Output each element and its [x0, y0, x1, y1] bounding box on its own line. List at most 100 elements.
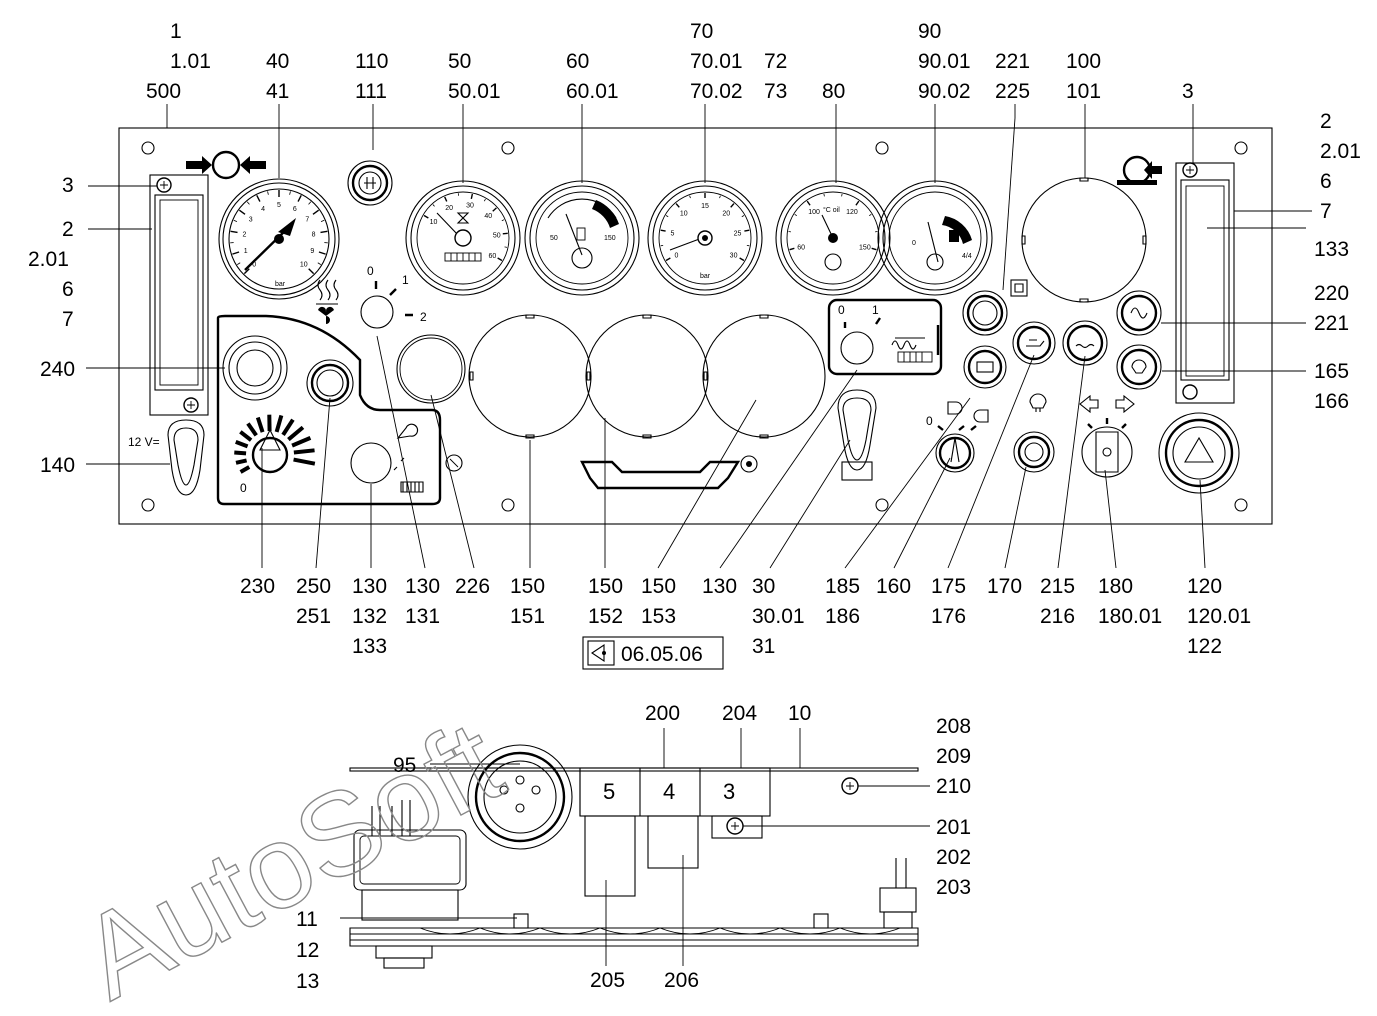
callout-176: 176 [931, 605, 966, 628]
voltmeter-gauge: 50 150 [524, 180, 640, 296]
button-226[interactable] [396, 334, 466, 404]
pressure-gauge-tick-mark [318, 251, 326, 255]
bottom-callouts: 230 250 251 130 132 133 130 131 226 150 … [240, 575, 1251, 658]
rotary-knob-scale-segment [235, 439, 249, 449]
pressure-gauge-tick-label: 2 [242, 232, 246, 239]
speed-gauge-tick-label: 5 [671, 230, 675, 237]
watermark: AutoSoft [60, 696, 522, 1016]
glow-pos-1: 1 [872, 303, 879, 317]
date-stamp-text: 06.05.06 [621, 643, 703, 666]
battery-warning-light[interactable] [963, 345, 1007, 389]
callout-50: 50 [448, 50, 471, 73]
pressure-gauge-tick-label: 7 [305, 216, 309, 223]
callout-3-top: 3 [1182, 80, 1194, 103]
callout-204: 204 [722, 702, 757, 725]
fuel-tick-0: 0 [912, 240, 916, 247]
callout-210: 210 [936, 775, 971, 798]
tachograph-tick-mark [470, 193, 474, 200]
right-plug [879, 858, 917, 929]
speed-gauge-tick-mark [719, 195, 721, 199]
callout-160: 160 [876, 575, 911, 598]
heater-control-subpanel: 0 [216, 314, 442, 506]
pressure-gauge-tick-label: 4 [261, 206, 265, 213]
rotary-knob-scale-segment [255, 416, 265, 433]
fan-switch-pos-0: 0 [367, 264, 374, 278]
callout-13: 13 [296, 970, 319, 993]
top-callouts: 1 1.01 500 40 41 110 111 50 50.01 60 60.… [146, 20, 1194, 103]
mounting-holes [141, 141, 1248, 512]
pressure-gauge-tick-label: 3 [249, 216, 253, 223]
callout-101: 101 [1066, 80, 1101, 103]
callout-1-01: 1.01 [170, 50, 211, 73]
callout-500: 500 [146, 80, 181, 103]
fuel-pump-icon [949, 230, 959, 242]
pressure-gauge-tick-label: 5 [277, 202, 281, 209]
speed-gauge-tick-mark [744, 229, 750, 232]
callout-50-01: 50.01 [448, 80, 501, 103]
callout-150-b: 150 [588, 575, 623, 598]
warning-light-221[interactable] [962, 290, 1008, 336]
rotary-knob-scale-segment [287, 425, 305, 442]
heater-icon [317, 279, 339, 301]
callout-180: 180 [1098, 575, 1133, 598]
callout-122: 122 [1187, 635, 1222, 658]
rotary-knob-scale-segment [293, 457, 316, 466]
rotary-knob-230[interactable]: 0 [234, 414, 316, 495]
relay-block: 5 4 3 [579, 767, 771, 897]
voltmeter-tick-150: 150 [604, 235, 616, 242]
callout-12: 12 [296, 939, 319, 962]
right-callouts: 2 2.01 6 7 133 220 221 165 166 [1314, 110, 1361, 413]
oil-warning-light[interactable] [1012, 321, 1056, 365]
callout-90: 90 [918, 20, 941, 43]
round-connector-95 [467, 744, 573, 850]
callout-right-2: 2 [1320, 110, 1332, 133]
switch-130[interactable] [350, 442, 392, 484]
pressure-gauge-tick-label: 0 [252, 262, 256, 269]
coolant-warning-light[interactable] [1062, 320, 1108, 366]
temperature-gauge-tick-label: 150 [859, 245, 871, 252]
speed-gauge-tick-mark [665, 215, 669, 218]
panel-cutout [580, 460, 741, 490]
callout-132: 132 [352, 605, 387, 628]
pressure-gauge-tick-mark [308, 201, 312, 205]
socket-30[interactable] [837, 389, 877, 481]
callout-216: 216 [1040, 605, 1075, 628]
glow-plug-icon [891, 337, 925, 350]
temperature-gauge-tick-mark [789, 247, 795, 251]
callout-133-bottom: 133 [352, 635, 387, 658]
callout-70-01: 70.01 [690, 50, 743, 73]
tachograph-tick-mark [497, 257, 503, 262]
light-switch-160[interactable]: 0 [926, 401, 989, 473]
callout-73: 73 [764, 80, 787, 103]
rotary-knob-scale-segment [234, 450, 247, 456]
speed-gauge-tick-mark [689, 195, 691, 199]
rotary-knob-scale-segment [291, 436, 312, 448]
pressure-gauge-unit: bar [275, 281, 286, 288]
side-section-view: 200 204 10 208 209 210 95 201 202 203 11… [296, 702, 971, 993]
tachograph-tick-label: 10 [430, 219, 438, 226]
callout-150-a: 150 [510, 575, 545, 598]
date-stamp: 06.05.06 [582, 636, 724, 670]
pressure-gauge-tick-mark [289, 191, 291, 195]
fan-icon [318, 306, 334, 324]
callout-72: 72 [764, 50, 787, 73]
callout-165: 165 [1314, 360, 1349, 383]
turn-signal-switch-180[interactable] [1079, 394, 1135, 478]
glow-switch[interactable] [840, 331, 874, 365]
glow-warning-light[interactable] [1116, 290, 1162, 336]
button-250[interactable] [306, 359, 354, 407]
pump-icon [1117, 155, 1162, 185]
brake-warning-light[interactable] [1116, 344, 1162, 390]
callout-201: 201 [936, 816, 971, 839]
hazard-button-120[interactable] [1158, 412, 1240, 494]
callout-60-01: 60.01 [566, 80, 619, 103]
button-240[interactable] [222, 335, 288, 401]
fuse-5: 5 [603, 779, 615, 804]
socket-140[interactable]: 12 V= [128, 419, 205, 496]
work-light-170[interactable] [1013, 393, 1055, 473]
